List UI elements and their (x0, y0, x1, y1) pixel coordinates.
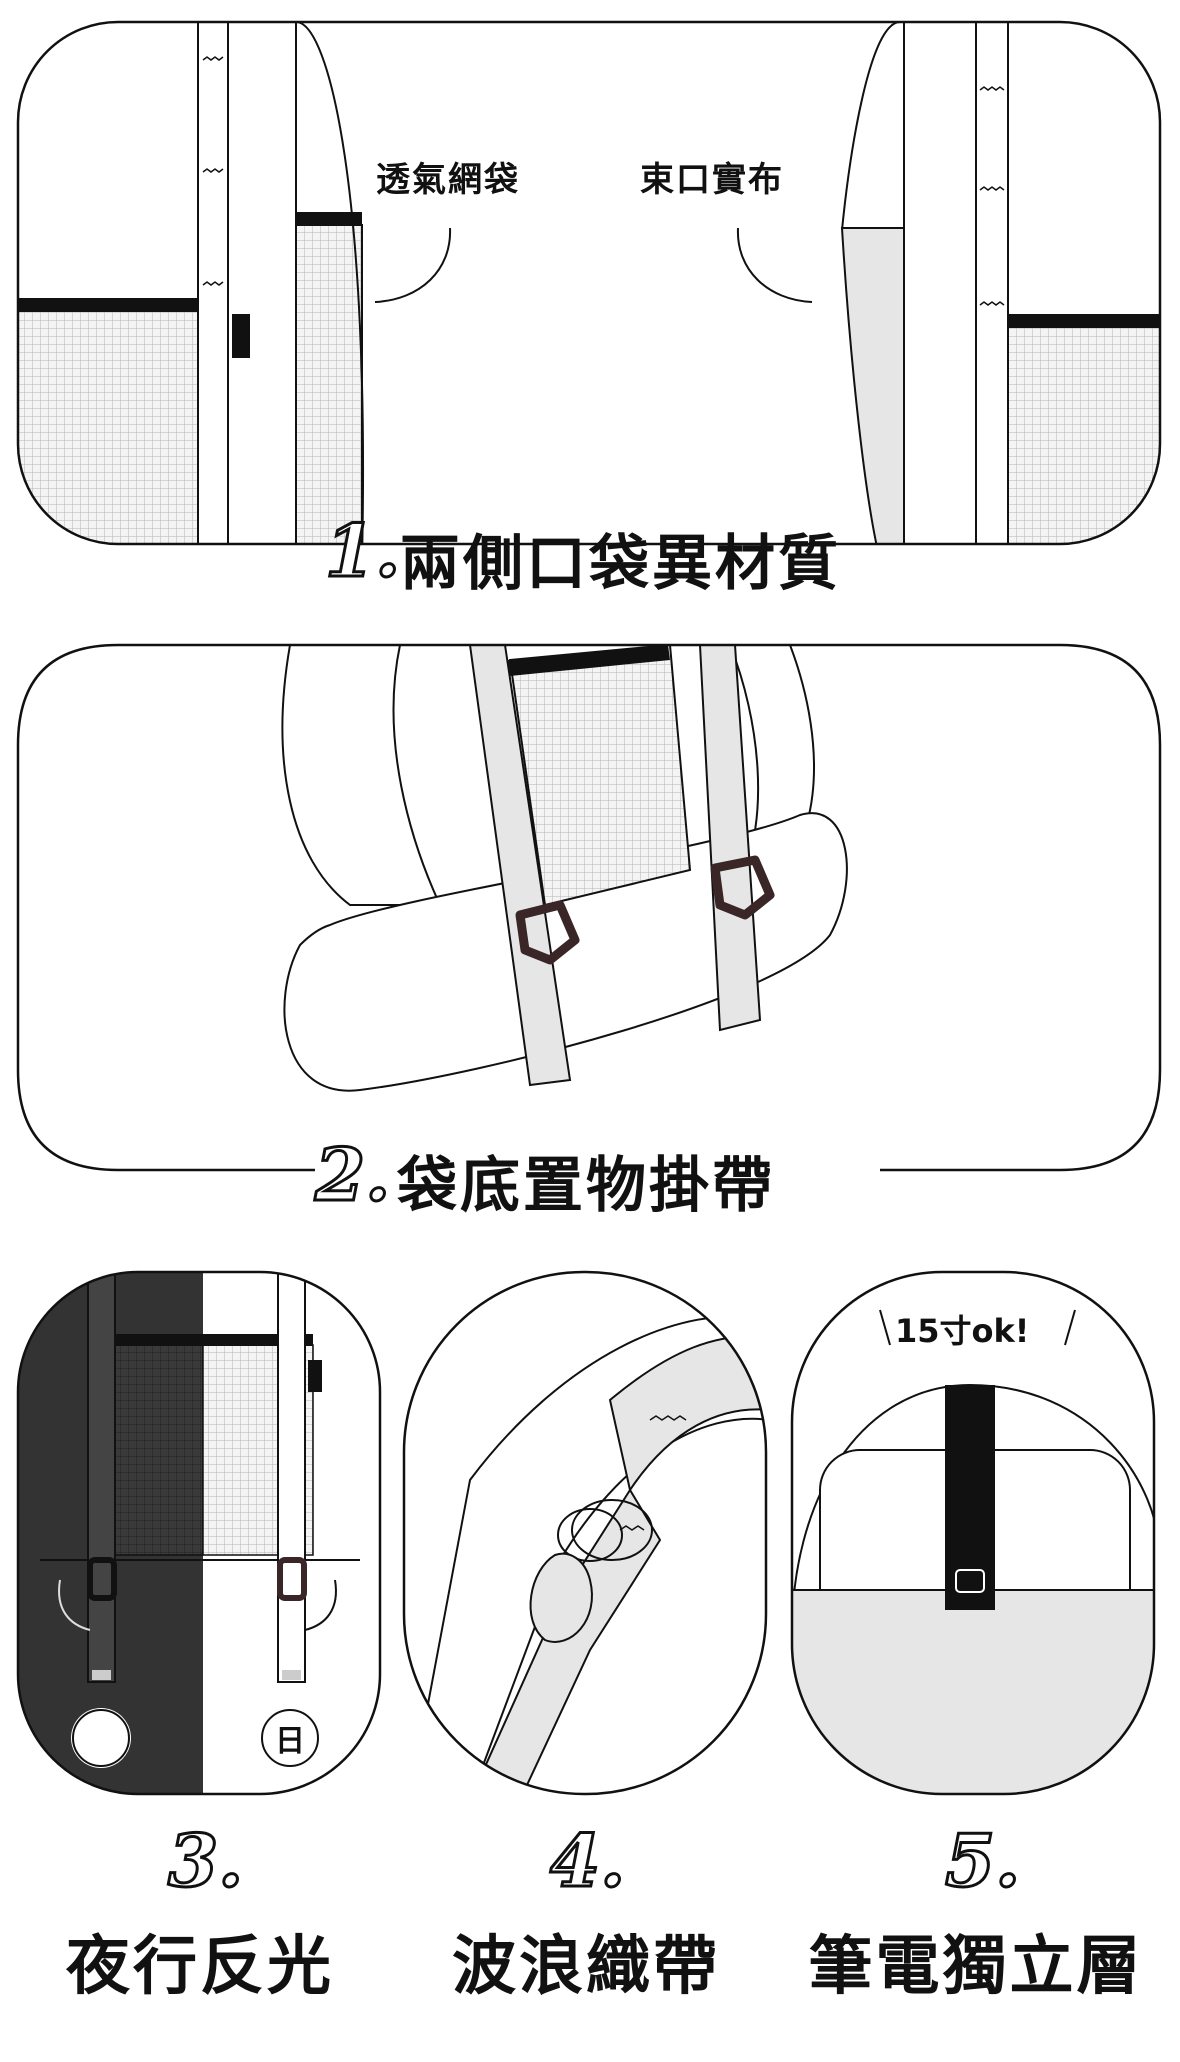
night-badge: 夜 (86, 1724, 116, 1759)
panel4-title: 波浪織帶 (452, 1930, 720, 2004)
laptop-size-callout: 15寸ok! (895, 1312, 1030, 1350)
panel4-illustration (402, 1270, 768, 1796)
panel3-number: 3. (166, 1817, 244, 1905)
drawstring-cloth-label: 束口實布 (640, 160, 784, 200)
panel1-title: 兩側口袋異材質 (400, 529, 841, 599)
panel5-title: 筆電獨立層 (808, 1930, 1144, 2004)
panel2-title: 袋底置物掛帶 (397, 1151, 775, 1221)
panel5-illustration (790, 1270, 1156, 1796)
panel5-number: 5. (943, 1817, 1021, 1905)
panel2-illustration (16, 643, 1162, 1172)
day-badge: 日 (275, 1724, 305, 1759)
panel1-illustration (16, 20, 1162, 546)
panel2-number: 2. (313, 1131, 391, 1219)
mesh-pocket-label: 透氣網袋 (376, 160, 520, 200)
panel1-number: 1. (323, 507, 401, 595)
panel3-illustration (16, 1270, 382, 1796)
panel4-number: 4. (548, 1817, 626, 1905)
panel3-title: 夜行反光 (66, 1930, 334, 2004)
